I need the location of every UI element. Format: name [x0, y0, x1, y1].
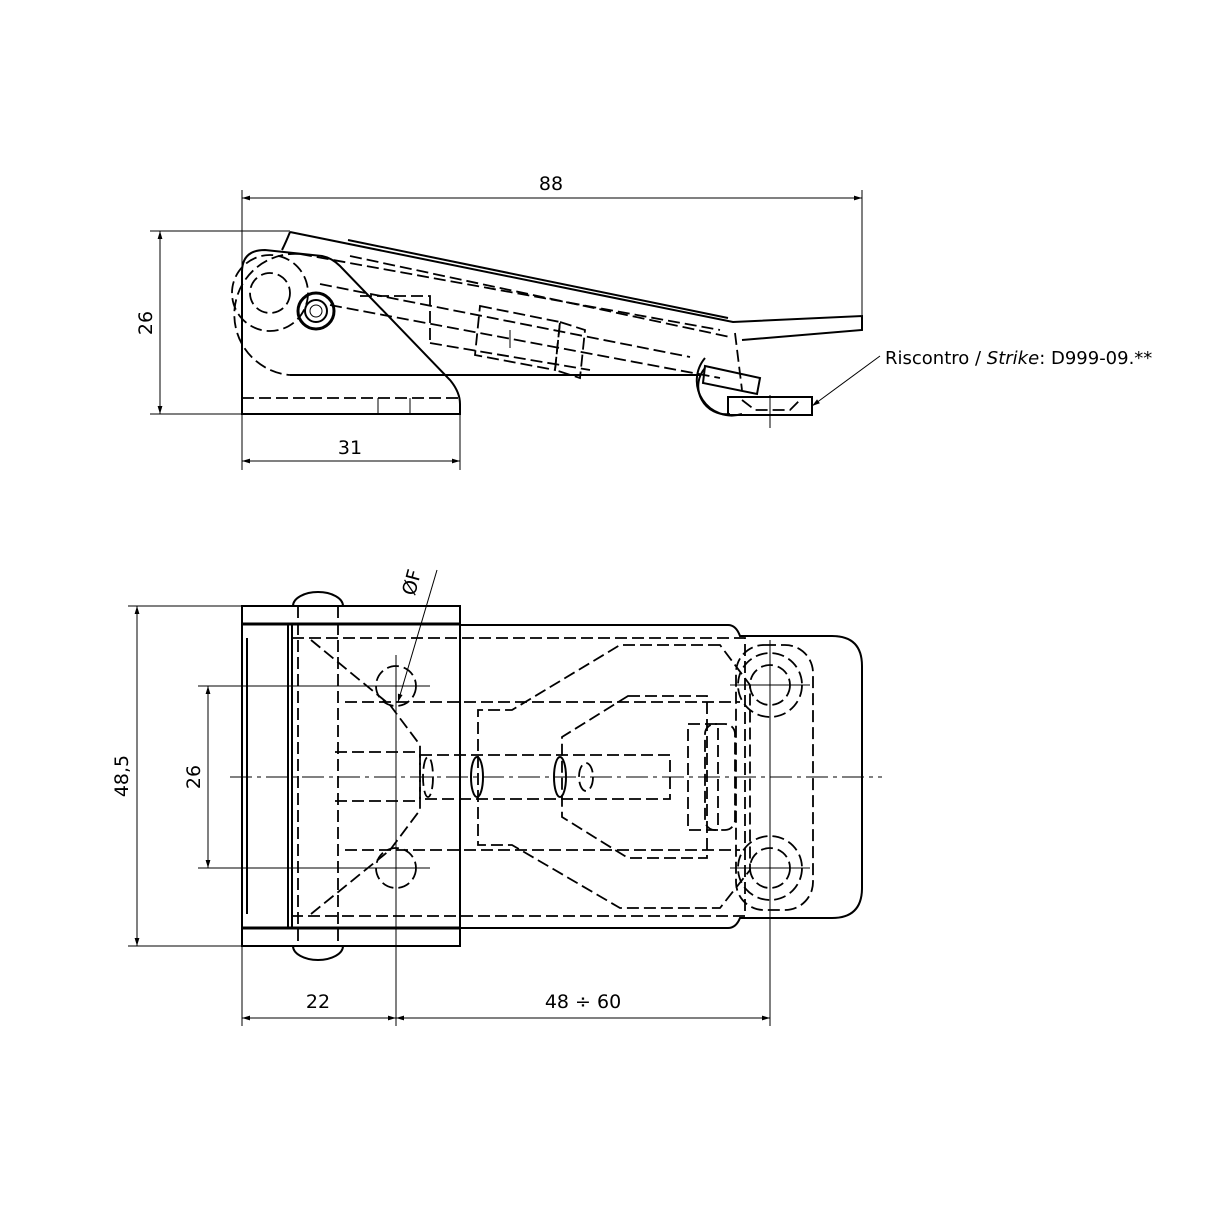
base-plate: [241, 605, 461, 947]
pin-cap-bottom: [292, 945, 344, 961]
dim-48-5-label: 48,5: [111, 755, 133, 797]
diameter-leader: [397, 569, 438, 703]
mount-hole-top: [375, 665, 417, 707]
lever-body: [460, 624, 863, 929]
pivot-hole: [249, 272, 291, 314]
plan-view: ØF 48,5 26 22 48 ÷ 60: [111, 567, 882, 1026]
rivet: [296, 291, 336, 331]
dim-31-label: 31: [338, 437, 362, 459]
mount-hole-bottom: [375, 847, 417, 889]
side-view: 88 26 31 Riscontro / Strike: D999-09.**: [135, 173, 1152, 470]
strike-note: Riscontro / Strike: D999-09.**: [885, 348, 1152, 369]
dim-88-label: 88: [539, 173, 563, 195]
lever-arm: [289, 231, 863, 341]
dim-22-label: 22: [306, 991, 330, 1013]
base-outline: [241, 248, 461, 415]
dim-26-plan-label: 26: [183, 765, 205, 789]
strike-leader: [811, 355, 881, 407]
dim-26-side-label: 26: [135, 311, 157, 335]
dim-diameter-label: ØF: [398, 567, 426, 598]
dim-48-60-label: 48 ÷ 60: [545, 991, 621, 1013]
pin-cap-top: [292, 591, 344, 607]
